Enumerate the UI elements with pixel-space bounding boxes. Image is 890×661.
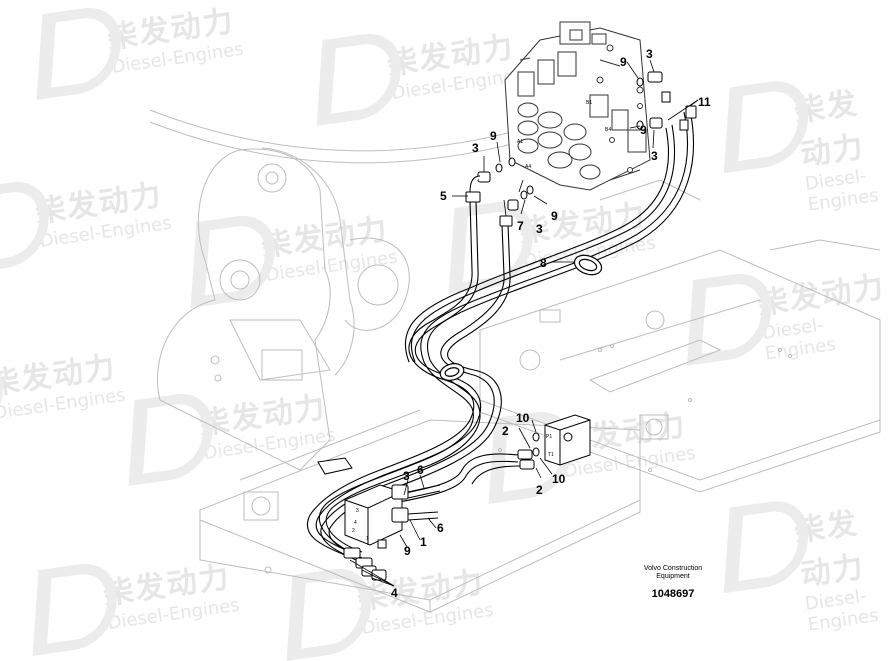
callout-2: 2 <box>536 483 543 497</box>
callout-3: 3 <box>651 149 658 163</box>
callout-9: 9 <box>490 129 497 143</box>
callout-9: 9 <box>551 209 558 223</box>
pilot-block <box>317 457 409 581</box>
caption-company: Volvo Construction <box>643 565 703 572</box>
exploded-view-drawing: B1 A1 B4 A4 <box>149 21 881 613</box>
callout-11: 11 <box>698 95 711 109</box>
callout-8: 8 <box>540 256 547 270</box>
callout-9: 9 <box>640 123 647 137</box>
callout-3: 3 <box>646 47 653 61</box>
callout-6: 6 <box>437 521 444 535</box>
drawing-number: 1048697 <box>651 588 695 600</box>
callout-7: 7 <box>517 219 524 233</box>
machine-frame <box>149 109 881 613</box>
callout-10: 10 <box>516 411 530 425</box>
port-label-a4: A4 <box>525 164 531 170</box>
callout-6: 6 <box>417 463 424 477</box>
callout-3: 3 <box>536 222 543 236</box>
hose-bundle <box>306 109 695 561</box>
hose-clamps <box>439 254 603 381</box>
port-label-b1: B1 <box>586 100 592 106</box>
callout-4: 4 <box>391 586 398 600</box>
control-valve-block <box>504 21 651 191</box>
callout-9: 9 <box>620 55 627 69</box>
callout-numbers: 5 3 9 7 3 9 8 9 3 11 9 3 10 2 2 10 3 6 6… <box>391 47 711 600</box>
svg-text:3: 3 <box>356 508 359 514</box>
hose-fittings <box>465 71 697 227</box>
port-label-t1: T1 <box>548 452 554 458</box>
callout-3: 3 <box>472 141 479 155</box>
callout-10: 10 <box>552 472 566 486</box>
svg-text:4: 4 <box>354 520 357 526</box>
callout-1: 1 <box>420 535 427 549</box>
port-label-b4: B4 <box>605 127 611 133</box>
port-label-p1: P1 <box>546 434 552 440</box>
callout-2: 2 <box>502 424 509 438</box>
callout-9: 9 <box>404 544 411 558</box>
valve-port-labels: B1 A1 B4 A4 <box>517 100 611 170</box>
callout-5: 5 <box>440 189 447 203</box>
caption-company-sub: Equipment <box>656 573 690 580</box>
leader-lines <box>349 59 699 587</box>
port-label-a1: A1 <box>517 139 523 145</box>
svg-text:1: 1 <box>366 536 369 542</box>
pilot-port-labels: 3 4 1 2 <box>352 508 369 542</box>
drawing-caption: Volvo Construction Equipment 1048697 <box>628 565 718 600</box>
svg-text:2: 2 <box>352 528 355 534</box>
callout-3: 3 <box>403 469 410 483</box>
manifold-block <box>517 414 591 470</box>
